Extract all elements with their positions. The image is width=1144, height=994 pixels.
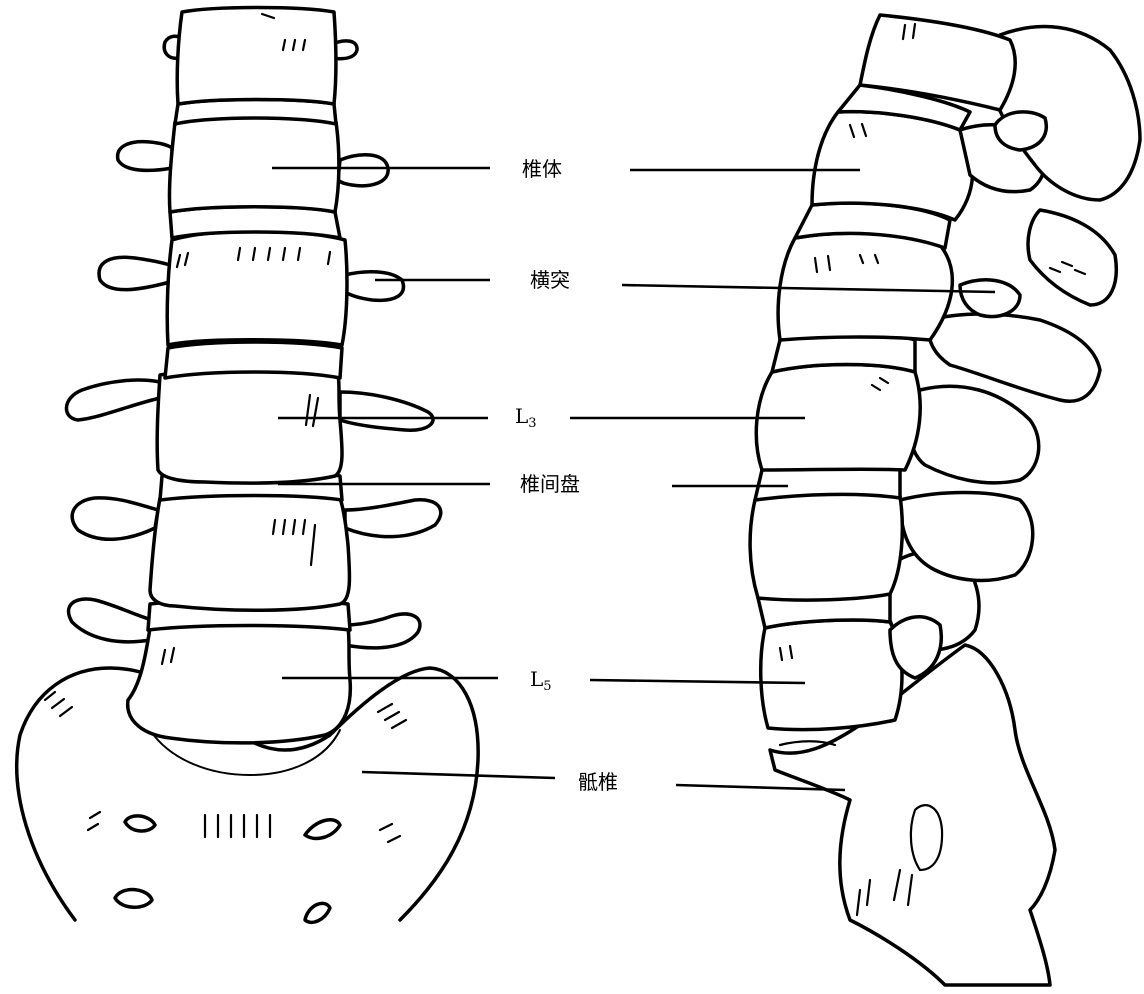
l2-lateral-body: [776, 231, 954, 342]
l3-transverse-left: [64, 378, 162, 422]
l3-transverse-right: [338, 390, 435, 432]
l1-lateral-spinous: [1026, 208, 1118, 307]
l4-lateral-body: [748, 490, 905, 602]
lateral-view: [748, 13, 1142, 987]
t12-vertebral-body: [175, 5, 338, 106]
sacral-foramen-right-2: [303, 901, 332, 925]
label-vertebral-body: 椎体: [522, 157, 562, 181]
l3-vertebral-body: [155, 366, 344, 485]
leader-transverse-right: [621, 283, 996, 294]
l1-lateral-body: [810, 109, 975, 222]
leader-sacrum-right: [675, 783, 846, 792]
l5-transverse-left: [66, 597, 154, 644]
l1-vertebral-body: [167, 112, 341, 214]
sacral-foramen-left-2: [113, 887, 154, 909]
label-transverse-process: 横突: [530, 268, 570, 292]
label-l5-letter: L: [530, 667, 544, 691]
disc-l1-l2: [168, 205, 342, 240]
l2-lateral-spinous: [927, 312, 1102, 403]
l2-vertebral-body: [165, 229, 349, 347]
label-l3-subscript: 3: [528, 416, 537, 431]
l2-transverse-right: [343, 269, 406, 303]
l4-lateral-spinous: [898, 490, 1035, 583]
label-l3-letter: L: [515, 404, 529, 428]
l4-transverse-right: [343, 498, 443, 539]
l2-lateral-transverse: [958, 278, 1022, 319]
label-l5: L5: [530, 667, 552, 699]
l1-transverse-right: [336, 153, 390, 188]
l2-transverse-left: [97, 255, 172, 292]
t12-lateral-body: [858, 13, 1017, 112]
l4-transverse-left: [70, 496, 160, 541]
leader-lines: [272, 166, 996, 792]
sacral-foramen-right-1: [303, 818, 342, 841]
anterior-view: [15, 5, 480, 925]
l3-lateral-spinous: [907, 384, 1041, 485]
leader-sacrum-left: [361, 770, 556, 780]
sacral-foramen-left-1: [123, 814, 157, 833]
sacrum-anterior: [15, 666, 480, 922]
l5-transverse-right: [343, 612, 422, 650]
leader-l5-right: [589, 678, 806, 685]
label-l5-subscript: 5: [543, 679, 552, 694]
l4-vertebral-body: [148, 490, 352, 613]
l5-lateral-body: [759, 618, 904, 732]
l5-vertebral-body: [126, 618, 353, 745]
disc-l2-l3: [163, 340, 344, 380]
l1-transverse-left: [115, 139, 174, 173]
label-l3: L3: [515, 404, 537, 436]
t12-lateral-facet: [993, 110, 1048, 152]
label-sacrum: 骶椎: [578, 770, 618, 794]
label-intervertebral-disc: 椎间盘: [520, 472, 580, 496]
l5-lateral-process: [888, 615, 943, 680]
